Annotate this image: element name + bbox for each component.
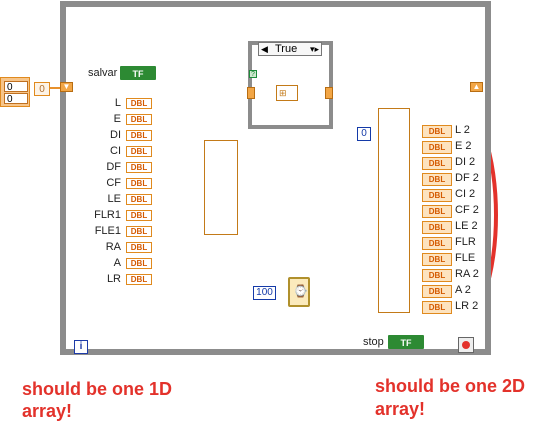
right-indicator-label: FLR (455, 236, 476, 248)
right-dbl-indicator[interactable]: DBL (422, 125, 452, 138)
left-dbl-indicator[interactable]: DBL (126, 194, 152, 205)
left-dbl-indicator[interactable]: DBL (126, 178, 152, 189)
right-dbl-indicator[interactable]: DBL (422, 237, 452, 250)
case-selector[interactable]: ◀ True ▾▸ (258, 42, 322, 56)
left-indicator-label: RA (105, 241, 121, 253)
right-dbl-indicator[interactable]: DBL (422, 221, 452, 234)
right-indicator-label: CI 2 (455, 188, 476, 200)
left-indicator-label: A (113, 257, 121, 269)
stop-label: stop (363, 336, 384, 348)
bundle-icon: ⊞ (279, 88, 287, 98)
left-indicator-label: DF (106, 161, 121, 173)
right-indicator-label: RA 2 (455, 268, 479, 280)
salvar-label: salvar (88, 67, 118, 79)
left-dbl-indicator[interactable]: DBL (126, 146, 152, 157)
annotation-right-line2: array! (375, 399, 426, 419)
array-control[interactable]: 0 0 (0, 77, 30, 107)
stop-button[interactable]: TF (388, 335, 424, 349)
case-prev-icon[interactable]: ◀ (261, 44, 268, 54)
right-indicator-label: FLE (455, 252, 476, 264)
left-dbl-indicator[interactable]: DBL (126, 242, 152, 253)
left-dbl-indicator[interactable]: DBL (126, 114, 152, 125)
loop-iteration-terminal: i (74, 340, 88, 354)
annotation-left-line1: should be one 1D (22, 379, 173, 399)
index-constant[interactable]: 0 (357, 127, 371, 141)
stop-circle-icon (462, 341, 470, 349)
right-dbl-indicator[interactable]: DBL (422, 253, 452, 266)
right-dbl-indicator[interactable]: DBL (422, 301, 452, 314)
shift-register-right[interactable]: ▲ (470, 82, 483, 92)
case-selector-label: True (275, 43, 298, 55)
array-index-top[interactable]: 0 (4, 81, 28, 93)
index-array-node[interactable] (378, 108, 410, 313)
right-dbl-indicator[interactable]: DBL (422, 173, 452, 186)
right-dbl-indicator[interactable]: DBL (422, 285, 452, 298)
loop-condition-terminal[interactable] (458, 337, 474, 353)
left-indicator-label: CI (110, 145, 121, 157)
case-selector-terminal: ? (249, 70, 257, 78)
left-dbl-indicator[interactable]: DBL (126, 130, 152, 141)
right-dbl-indicator[interactable]: DBL (422, 269, 452, 282)
left-dbl-indicator[interactable]: DBL (126, 258, 152, 269)
right-indicator-label: E 2 (455, 140, 472, 152)
annotation-right-line1: should be one 2D (375, 376, 526, 396)
build-array-node[interactable] (204, 140, 238, 235)
salvar-button[interactable]: TF (120, 66, 156, 80)
right-dbl-indicator[interactable]: DBL (422, 157, 452, 170)
left-dbl-indicator[interactable]: DBL (126, 226, 152, 237)
left-indicator-label: DI (110, 129, 121, 141)
right-dbl-indicator[interactable]: DBL (422, 205, 452, 218)
right-indicator-label: LE 2 (455, 220, 478, 232)
left-dbl-indicator[interactable]: DBL (126, 210, 152, 221)
left-indicator-label: LR (106, 273, 121, 285)
case-dropdown-icon[interactable]: ▾▸ (309, 44, 319, 54)
annotation-left-line2: array! (22, 401, 73, 421)
case-input-tunnel (247, 87, 255, 99)
left-indicator-label: E (113, 113, 121, 125)
left-indicator-label: CF (106, 177, 121, 189)
wait-constant[interactable]: 100 (253, 286, 276, 300)
right-indicator-label: CF 2 (455, 204, 479, 216)
clock-icon: ⌚ (293, 284, 308, 298)
bundle-node[interactable]: ⊞ (276, 85, 298, 101)
right-indicator-label: LR 2 (455, 300, 479, 312)
left-dbl-indicator[interactable]: DBL (126, 98, 152, 109)
left-dbl-indicator[interactable]: DBL (126, 162, 152, 173)
left-indicator-label: L (114, 97, 121, 109)
right-dbl-indicator[interactable]: DBL (422, 189, 452, 202)
left-indicator-label: LE (107, 193, 121, 205)
right-indicator-label: L 2 (455, 124, 470, 136)
right-indicator-label: DF 2 (455, 172, 479, 184)
case-output-tunnel (325, 87, 333, 99)
right-indicator-label: A 2 (455, 284, 471, 296)
left-indicator-label: FLR1 (94, 209, 121, 221)
left-dbl-indicator[interactable]: DBL (126, 274, 152, 285)
array-element-indicator: 0 (34, 82, 50, 96)
array-index-bottom[interactable]: 0 (4, 93, 28, 105)
right-dbl-indicator[interactable]: DBL (422, 141, 452, 154)
wait-ms-function[interactable]: ⌚ (288, 277, 310, 307)
shift-register-left[interactable]: ▼ (60, 82, 73, 92)
right-indicator-label: DI 2 (455, 156, 476, 168)
left-indicator-label: FLE1 (94, 225, 121, 237)
